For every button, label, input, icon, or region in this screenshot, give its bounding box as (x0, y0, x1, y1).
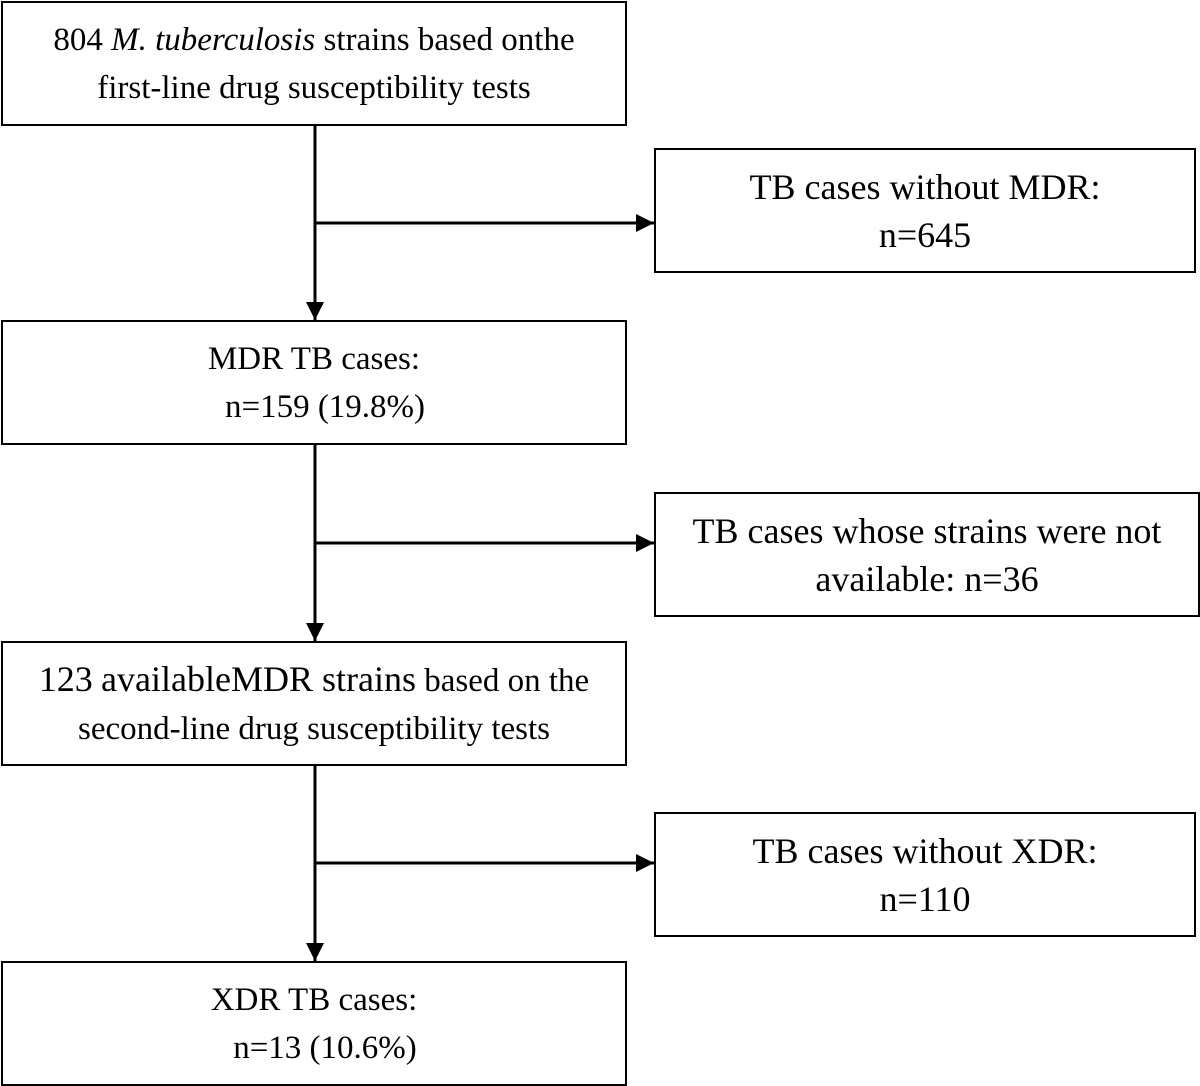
box-mdr-cases: MDR TB cases: n=159 (19.8%) (1, 320, 627, 445)
excluded1-line1: TB cases without MDR: (749, 166, 1101, 207)
excluded2-line2: available: n=36 (815, 558, 1039, 599)
xdr-line1: XDR TB cases: (210, 981, 418, 1018)
mdr-line2: n=159 (19.8%) (224, 388, 426, 425)
available-count: 123 (38, 658, 93, 699)
mdr-line1: MDR TB cases: (207, 340, 421, 377)
available-line1-rest: based on the (424, 662, 590, 699)
excluded3-line1: TB cases without XDR: (752, 830, 1098, 871)
start-organism: M. tuberculosis (111, 21, 316, 58)
box-start-strains: 804 M. tuberculosis strains based onthe … (1, 1, 627, 126)
box-excluded-without-xdr: TB cases without XDR: n=110 (654, 812, 1196, 937)
excluded2-line1: TB cases whose strains were not (692, 510, 1162, 551)
available-line2: second-line drug susceptibility tests (77, 710, 550, 747)
excluded3-line2: n=110 (879, 878, 971, 919)
box-available-mdr-strains: 123 availableMDR strains based on the se… (1, 641, 627, 766)
available-label: availableMDR strains (101, 658, 416, 699)
xdr-line2: n=13 (10.6%) (233, 1029, 417, 1066)
start-count: 804 (53, 21, 103, 58)
start-line2: first-line drug susceptibility tests (97, 69, 531, 106)
box-excluded-unavailable: TB cases whose strains were not availabl… (654, 492, 1200, 617)
box-excluded-without-mdr: TB cases without MDR: n=645 (654, 148, 1196, 273)
box-xdr-cases: XDR TB cases: n=13 (10.6%) (1, 961, 627, 1086)
start-line1-rest: strains based onthe (323, 21, 575, 58)
excluded1-line2: n=645 (878, 214, 972, 255)
